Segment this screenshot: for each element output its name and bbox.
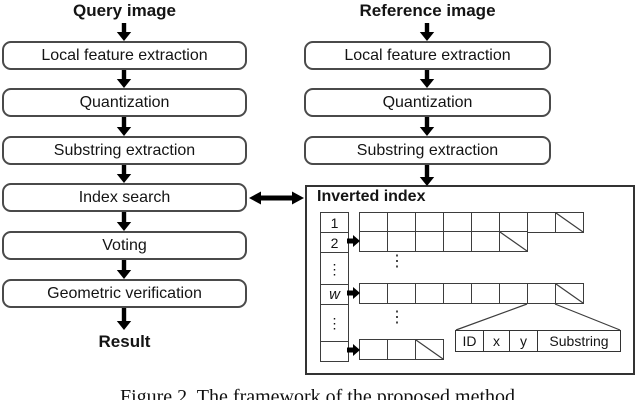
index-cell-1: 1 <box>320 212 349 233</box>
flow-arrow-down-icon <box>116 308 132 330</box>
posting-cell <box>359 231 388 252</box>
visual-word-index-column: 1 2 ⋮ w ⋮ <box>320 212 349 362</box>
step-index-search: Index search <box>2 183 247 212</box>
posting-list-row-1 <box>359 212 584 233</box>
posting-cell <box>443 231 472 252</box>
ellipsis-lists-1: ⋮ <box>389 253 405 270</box>
reference-image-label: Reference image <box>359 1 496 20</box>
index-cell-blank <box>320 341 349 362</box>
step-quantization-reference: Quantization <box>304 88 551 117</box>
posting-cell <box>415 212 444 233</box>
posting-list-row-2 <box>359 231 528 252</box>
ellipsis-lists-2: ⋮ <box>389 309 405 326</box>
flow-arrow-down-icon <box>419 70 435 88</box>
entry-structure-box: ID x y Substring <box>455 330 621 352</box>
posting-cell <box>443 212 472 233</box>
posting-cell <box>359 212 388 233</box>
index-cell-ellipsis: ⋮ <box>320 252 349 285</box>
posting-cell <box>471 231 500 252</box>
flow-arrow-down-icon <box>419 23 435 41</box>
step-geometric-verification: Geometric verification <box>2 279 247 308</box>
step-local-feature-extraction-query: Local feature extraction <box>2 41 247 70</box>
flow-arrow-down-icon <box>116 212 132 231</box>
posting-cell <box>471 212 500 233</box>
step-quantization-query: Quantization <box>2 88 247 117</box>
inverted-index-panel: Inverted index 1 2 ⋮ w ⋮ <box>305 185 635 375</box>
figure-caption: Figure 2. The framework of the proposed … <box>119 386 521 400</box>
list-end-cell <box>499 231 528 252</box>
posting-cell <box>359 339 388 360</box>
entry-field-x: x <box>483 330 510 352</box>
flow-arrow-down-icon <box>116 70 132 88</box>
flow-arrow-down-icon <box>116 165 132 183</box>
index-cell-ellipsis-2: ⋮ <box>320 304 349 342</box>
list-end-cell <box>555 283 584 304</box>
posting-cell <box>499 283 528 304</box>
bidirectional-arrow-icon <box>249 191 304 205</box>
flow-arrow-down-icon <box>419 165 435 186</box>
query-image-label: Query image <box>73 1 176 20</box>
index-cell-2: 2 <box>320 232 349 253</box>
step-substring-extraction-reference: Substring extraction <box>304 136 551 165</box>
step-voting: Voting <box>2 231 247 260</box>
entry-field-substring: Substring <box>537 330 621 352</box>
diagonal-end-icon <box>556 213 583 232</box>
flow-arrow-down-icon <box>116 117 132 136</box>
result-label: Result <box>98 332 151 351</box>
entry-field-id: ID <box>455 330 484 352</box>
diagonal-end-icon <box>416 340 443 359</box>
list-end-cell <box>555 212 584 233</box>
list-end-cell <box>415 339 444 360</box>
posting-cell <box>499 212 528 233</box>
flow-arrow-down-icon <box>116 260 132 279</box>
diagonal-end-icon <box>500 232 527 251</box>
posting-cell <box>471 283 500 304</box>
posting-cell <box>387 339 416 360</box>
posting-cell <box>387 283 416 304</box>
posting-cell <box>415 283 444 304</box>
posting-cell <box>527 212 556 233</box>
posting-list-row-w <box>359 283 584 304</box>
diagonal-end-icon <box>556 284 583 303</box>
flow-arrow-down-icon <box>116 23 132 41</box>
flow-arrow-down-icon <box>419 117 435 136</box>
inverted-index-title: Inverted index <box>317 188 426 205</box>
entry-field-y: y <box>509 330 538 352</box>
index-cell-w: w <box>320 284 349 305</box>
posting-cell <box>387 212 416 233</box>
posting-list-row-last <box>359 339 444 360</box>
posting-cell <box>415 231 444 252</box>
posting-cell <box>527 283 556 304</box>
posting-cell <box>359 283 388 304</box>
posting-cell <box>387 231 416 252</box>
step-substring-extraction-query: Substring extraction <box>2 136 247 165</box>
step-local-feature-extraction-reference: Local feature extraction <box>304 41 551 70</box>
posting-cell <box>443 283 472 304</box>
